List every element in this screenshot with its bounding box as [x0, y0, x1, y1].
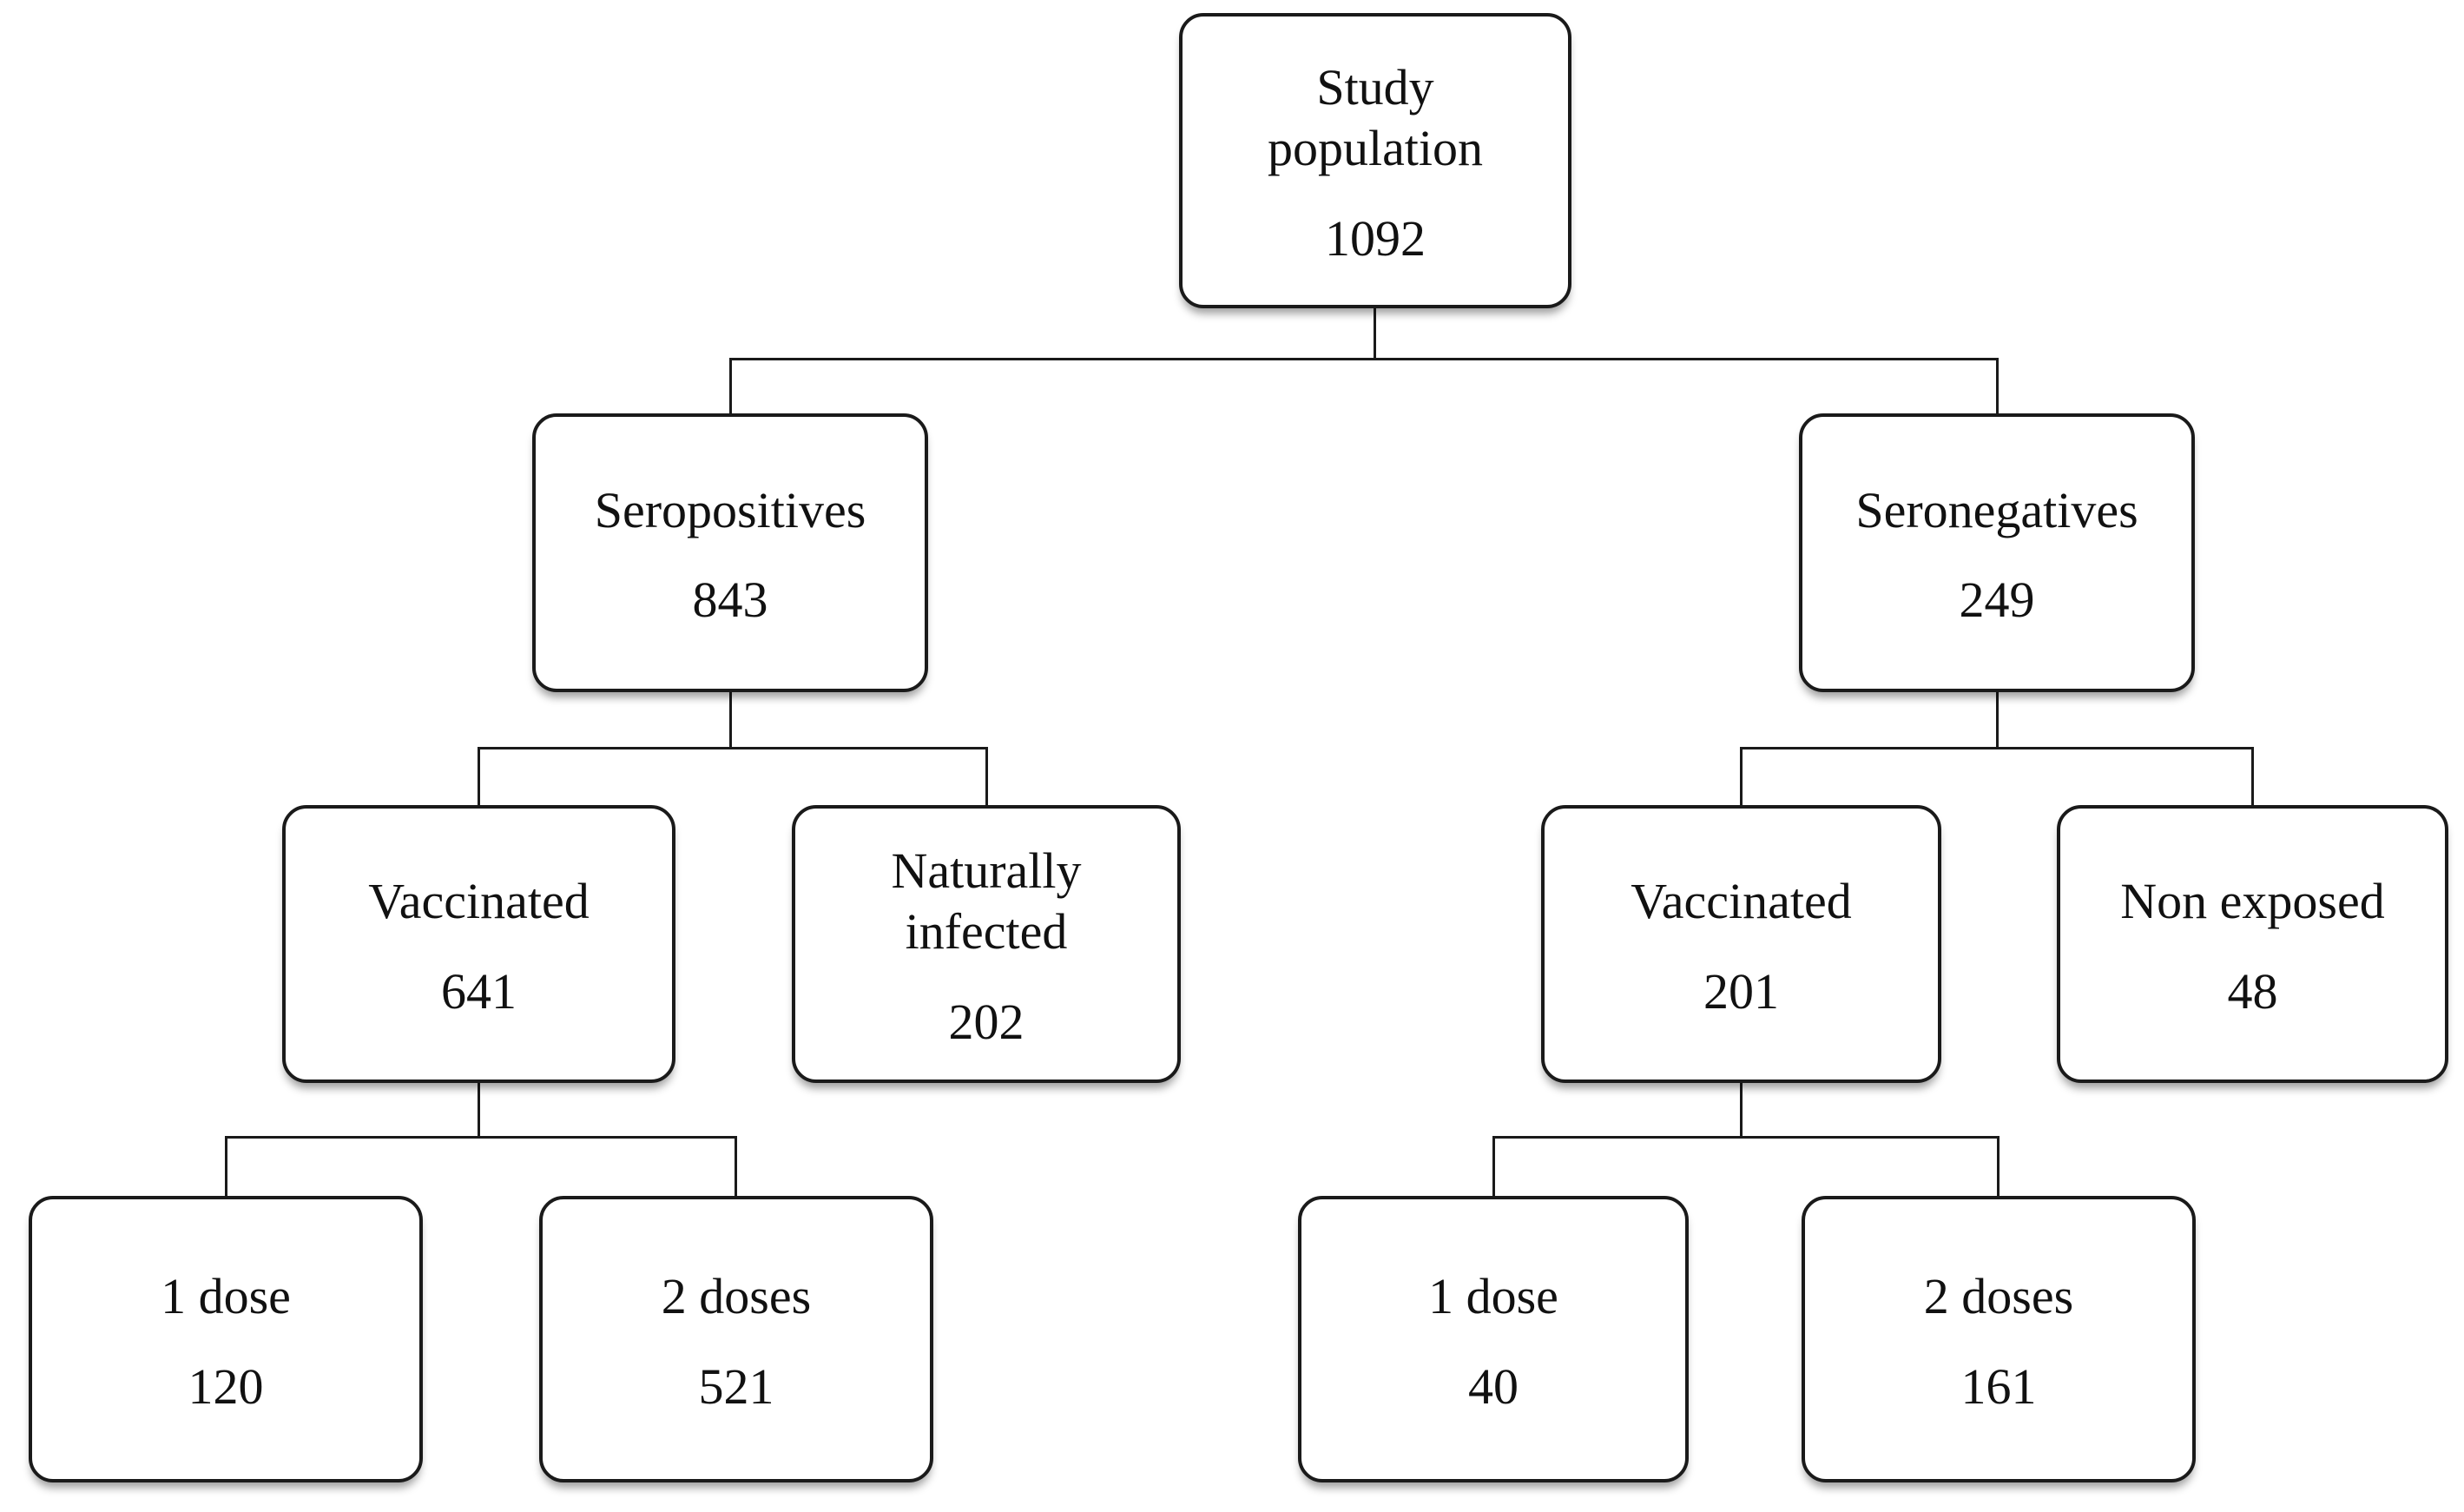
- edge-drop-two-doses-sp: [735, 1136, 737, 1196]
- node-vaccinated-seropositive: Vaccinated 641: [282, 805, 675, 1083]
- edge-study-children-rail: [729, 358, 1999, 360]
- node-value: 40: [1468, 1357, 1519, 1415]
- node-value: 202: [948, 993, 1024, 1050]
- node-value: 161: [1960, 1357, 2037, 1415]
- node-label: Seropositives: [594, 481, 866, 538]
- edge-vaccinated-sn-rail: [1492, 1136, 2000, 1139]
- edge-seropositives-stub: [729, 690, 732, 749]
- node-label: Naturally infected: [891, 842, 1082, 960]
- node-value: 1092: [1325, 209, 1426, 267]
- node-label: 1 dose: [161, 1268, 291, 1325]
- edge-vaccinated-sp-stub: [478, 1081, 480, 1138]
- node-value: 201: [1703, 962, 1779, 1020]
- node-label: Non exposed: [2120, 873, 2385, 930]
- edge-drop-naturally-infected: [985, 747, 988, 806]
- node-value: 521: [698, 1357, 774, 1415]
- node-label: 1 dose: [1428, 1268, 1558, 1325]
- edge-seronegatives-stub: [1996, 690, 1999, 749]
- node-vaccinated-seronegative: Vaccinated 201: [1541, 805, 1941, 1083]
- edge-drop-seronegatives: [1996, 358, 1999, 415]
- node-value: 48: [2227, 962, 2278, 1020]
- node-value: 120: [188, 1357, 264, 1415]
- edge-drop-vaccinated-sn: [1740, 747, 1743, 806]
- node-label: Seronegatives: [1855, 481, 2138, 538]
- edge-seropositives-rail: [478, 747, 988, 749]
- edge-vaccinated-sp-rail: [225, 1136, 737, 1139]
- edge-vaccinated-sn-stub: [1740, 1081, 1743, 1138]
- edge-drop-vaccinated-sp: [478, 747, 480, 806]
- node-seronegatives: Seronegatives 249: [1799, 413, 2195, 692]
- node-label: Vaccinated: [1631, 873, 1852, 930]
- node-label: 2 doses: [1923, 1268, 2074, 1325]
- node-one-dose-seronegative: 1 dose 40: [1298, 1196, 1689, 1482]
- node-naturally-infected: Naturally infected 202: [792, 805, 1181, 1083]
- node-value: 249: [1959, 571, 2035, 629]
- node-one-dose-seropositive: 1 dose 120: [29, 1196, 423, 1482]
- node-study-population: Study population 1092: [1179, 13, 1571, 308]
- node-value: 843: [692, 571, 768, 629]
- edge-drop-one-dose-sn: [1492, 1136, 1495, 1196]
- node-seropositives: Seropositives 843: [532, 413, 928, 692]
- node-two-doses-seronegative: 2 doses 161: [1802, 1196, 2196, 1482]
- node-label: Vaccinated: [368, 873, 590, 930]
- node-value: 641: [441, 962, 517, 1020]
- edge-drop-non-exposed: [2251, 747, 2254, 806]
- node-label: 2 doses: [661, 1268, 812, 1325]
- edge-seronegatives-rail: [1740, 747, 2254, 749]
- node-two-doses-seropositive: 2 doses 521: [539, 1196, 933, 1482]
- node-label: Study population: [1267, 59, 1484, 176]
- edge-drop-two-doses-sn: [1997, 1136, 2000, 1196]
- node-non-exposed: Non exposed 48: [2057, 805, 2448, 1083]
- edge-drop-one-dose-sp: [225, 1136, 227, 1196]
- edge-study-stub: [1374, 307, 1376, 360]
- edge-drop-seropositives: [729, 358, 732, 415]
